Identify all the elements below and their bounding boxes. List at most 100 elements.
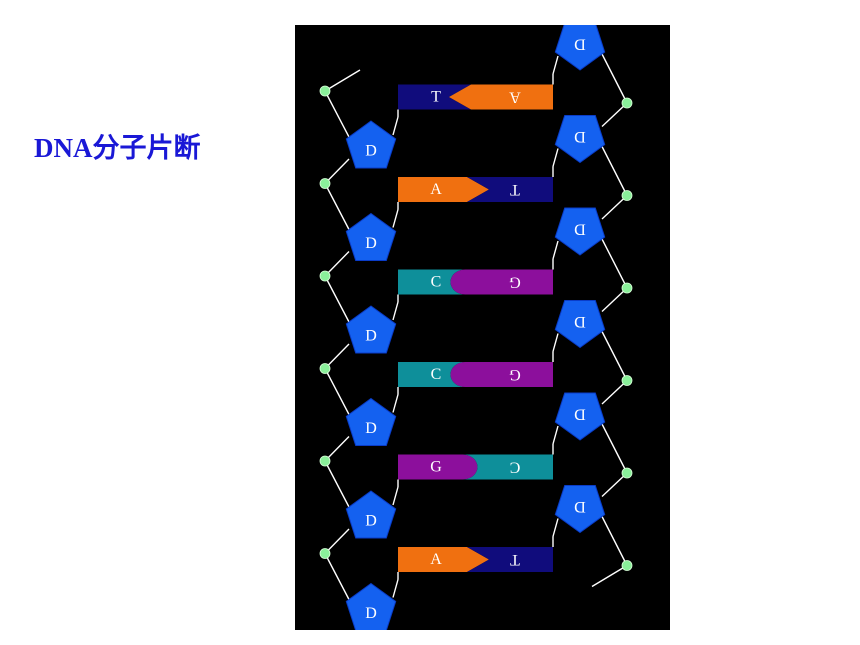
left-base-shape: [398, 454, 478, 480]
left-sugar-base-bond: [392, 116, 399, 136]
sugar-pentagon: [345, 582, 397, 630]
right-phosphodiester-bond: [601, 516, 628, 566]
right-sugar-base-bond: [552, 425, 559, 445]
left-backbone-link: [324, 158, 350, 184]
phosphate-node: [621, 97, 633, 109]
left-strand-end: [324, 69, 361, 92]
deoxyribose-sugar: D: [345, 490, 397, 539]
right-backbone-link: [601, 472, 628, 498]
sugar-label: D: [365, 143, 377, 160]
left-base-shape: [398, 177, 489, 202]
right-phosphodiester-bond: [601, 53, 628, 104]
sugar-pentagon: [554, 25, 606, 71]
phosphate-node: [621, 282, 633, 294]
sugar-label: D: [574, 313, 586, 330]
deoxyribose-sugar: D: [554, 115, 606, 164]
phosphate-node: [319, 178, 331, 189]
base-pair: [398, 84, 553, 110]
phosphate-node: [319, 548, 331, 559]
left-phosphodiester-bond: [324, 460, 350, 508]
base-pair: [398, 177, 553, 202]
right-backbone-link: [601, 287, 628, 313]
right-sugar-base-bond: [552, 55, 559, 75]
base-pair: [398, 362, 553, 387]
phosphate-node: [621, 467, 633, 479]
sugar-pentagon: [554, 485, 606, 534]
right-backbone-link: [601, 102, 628, 128]
sugar-pentagon: [554, 300, 606, 349]
base-label: T: [510, 181, 520, 198]
phosphate-node: [621, 375, 633, 386]
left-backbone-link: [324, 343, 350, 369]
base-label: G: [509, 274, 521, 291]
sugar-label: D: [365, 605, 377, 622]
right-base-shape: [467, 547, 553, 572]
left-base-shape: [398, 547, 489, 572]
base-label: T: [431, 89, 441, 106]
sugar-label: D: [574, 405, 586, 422]
right-sugar-base-bond: [552, 240, 559, 260]
right-base-shape: [467, 177, 553, 202]
left-sugar-base-bond: [392, 301, 399, 321]
base-label: A: [430, 181, 442, 198]
right-sugar-base-bond: [552, 333, 559, 352]
left-phosphodiester-bond: [324, 90, 350, 138]
sugar-label: D: [365, 513, 377, 530]
left-backbone-link: [324, 528, 350, 554]
left-phosphodiester-bond: [324, 368, 350, 415]
left-base-shape: [398, 269, 465, 295]
right-base-shape: [450, 269, 553, 295]
right-base-shape: [450, 362, 553, 387]
left-sugar-base-bond: [392, 209, 399, 228]
deoxyribose-sugar: D: [345, 212, 397, 261]
deoxyribose-sugar: D: [345, 305, 397, 354]
phosphate-node: [319, 270, 331, 282]
base-label: C: [510, 459, 521, 476]
deoxyribose-sugar: D: [345, 397, 397, 446]
sugar-label: D: [574, 35, 586, 52]
deoxyribose-sugar: D: [554, 392, 606, 441]
phosphate-node: [319, 455, 331, 467]
right-sugar-base-bond: [552, 518, 559, 537]
right-phosphodiester-bond: [601, 238, 628, 289]
deoxyribose-sugar: D: [554, 25, 606, 71]
right-phosphodiester-bond: [601, 146, 628, 196]
sugar-label: D: [574, 220, 586, 237]
left-sugar-base-bond: [392, 486, 399, 506]
diagram-title: DNA分子片断: [34, 133, 201, 163]
sugar-pentagon: [345, 397, 397, 446]
base-label: G: [430, 459, 442, 476]
backbone-layer: [324, 53, 628, 600]
left-sugar-base-bond: [392, 579, 399, 598]
left-phosphodiester-bond: [324, 275, 350, 323]
right-backbone-link: [601, 379, 628, 405]
right-base-shape: [463, 454, 553, 480]
right-phosphodiester-bond: [601, 423, 628, 474]
left-backbone-link: [324, 251, 350, 277]
base-pair: [398, 454, 553, 480]
sugar-pentagon: [345, 212, 397, 261]
right-base-shape: [449, 84, 553, 110]
sugar-pentagon: [345, 305, 397, 354]
base-pair: [398, 547, 553, 572]
right-strand-end: [591, 564, 628, 588]
deoxyribose-sugar: D: [554, 207, 606, 256]
left-backbone-link: [324, 436, 350, 462]
sugar-pentagon: [554, 115, 606, 164]
sugar-label: D: [365, 420, 377, 437]
base-label: A: [430, 551, 442, 568]
left-base-shape: [398, 84, 471, 110]
base-label: C: [431, 366, 442, 383]
sugar-pentagon: [345, 490, 397, 539]
base-pair: [398, 269, 553, 295]
sugar-pentagon: [554, 207, 606, 256]
base-label: C: [431, 274, 442, 291]
right-phosphodiester-bond: [601, 331, 628, 381]
deoxyribose-sugar: D: [554, 300, 606, 349]
deoxyribose-sugar: D: [345, 120, 397, 169]
sugar-label: D: [574, 128, 586, 145]
phosphate-node: [621, 190, 633, 201]
